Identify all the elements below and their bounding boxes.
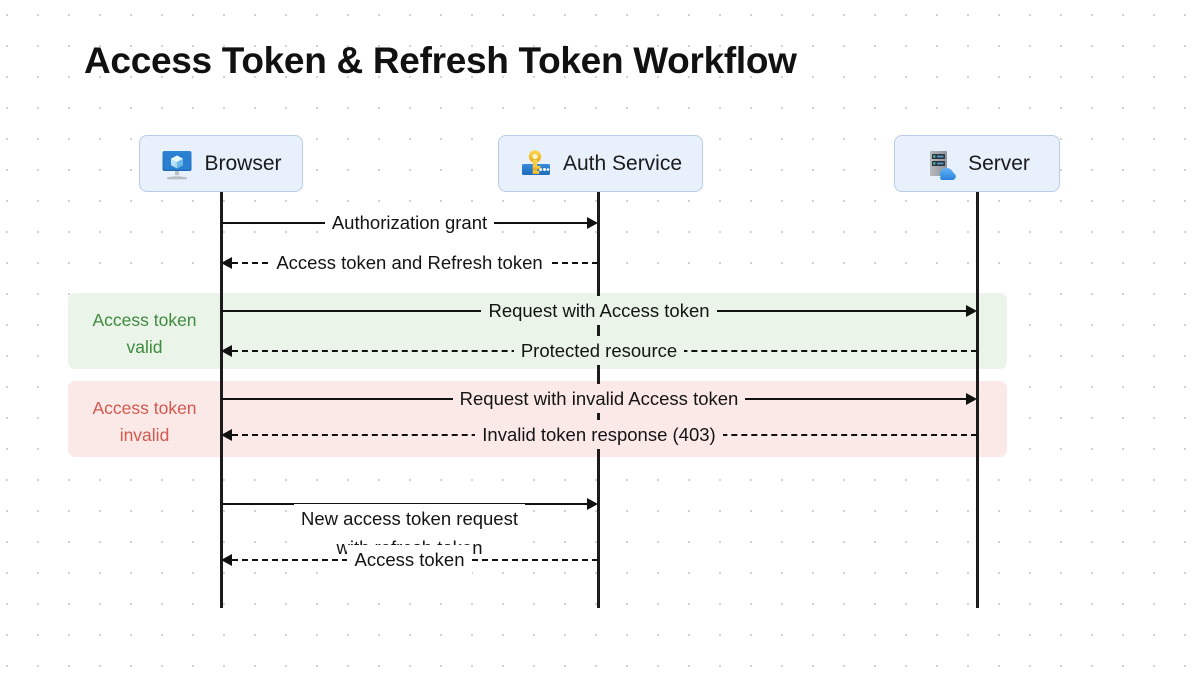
arrowhead-left-icon bbox=[221, 429, 232, 441]
message-label: Access token and Refresh token bbox=[221, 248, 598, 277]
participant-server[interactable]: Server bbox=[894, 135, 1060, 192]
participant-auth-service[interactable]: Auth Service bbox=[498, 135, 703, 192]
arrowhead-right-icon bbox=[966, 305, 977, 317]
arrowhead-right-icon bbox=[966, 393, 977, 405]
arrowhead-left-icon bbox=[221, 257, 232, 269]
monitor-cube-icon bbox=[160, 147, 194, 181]
participant-browser[interactable]: Browser bbox=[139, 135, 303, 192]
message-invalid-token-response: Invalid token response (403) bbox=[221, 420, 977, 449]
message-label: Request with invalid Access token bbox=[221, 384, 977, 413]
arrowhead-left-icon bbox=[221, 345, 232, 357]
message-label: Authorization grant bbox=[221, 208, 598, 237]
block-valid-label: Access token valid bbox=[92, 310, 197, 357]
arrowhead-right-icon bbox=[587, 217, 598, 229]
message-authorization-grant: Authorization grant bbox=[221, 208, 598, 237]
message-request-with-access-token: Request with Access token bbox=[221, 296, 977, 325]
block-invalid-label: Access token invalid bbox=[92, 398, 197, 445]
participant-server-label: Server bbox=[968, 151, 1030, 175]
message-label: Invalid token response (403) bbox=[221, 420, 977, 449]
page-title: Access Token & Refresh Token Workflow bbox=[84, 40, 797, 81]
message-access-token: Access token bbox=[221, 545, 598, 574]
participant-browser-label: Browser bbox=[204, 151, 282, 175]
message-access-and-refresh-token: Access token and Refresh token bbox=[221, 248, 598, 277]
message-new-access-token-request: New access token request with refresh to… bbox=[221, 475, 598, 562]
arrowhead-right-icon bbox=[587, 498, 598, 510]
message-request-with-invalid-access-token: Request with invalid Access token bbox=[221, 384, 977, 413]
key-password-icon bbox=[519, 147, 553, 181]
message-label: Request with Access token bbox=[221, 296, 977, 325]
message-protected-resource: Protected resource bbox=[221, 336, 977, 365]
server-cloud-icon bbox=[924, 147, 958, 181]
arrowhead-left-icon bbox=[221, 554, 232, 566]
participant-auth-service-label: Auth Service bbox=[562, 151, 683, 175]
message-label: Access token bbox=[221, 545, 598, 574]
lifeline-server bbox=[976, 191, 979, 608]
message-label: Protected resource bbox=[221, 336, 977, 365]
